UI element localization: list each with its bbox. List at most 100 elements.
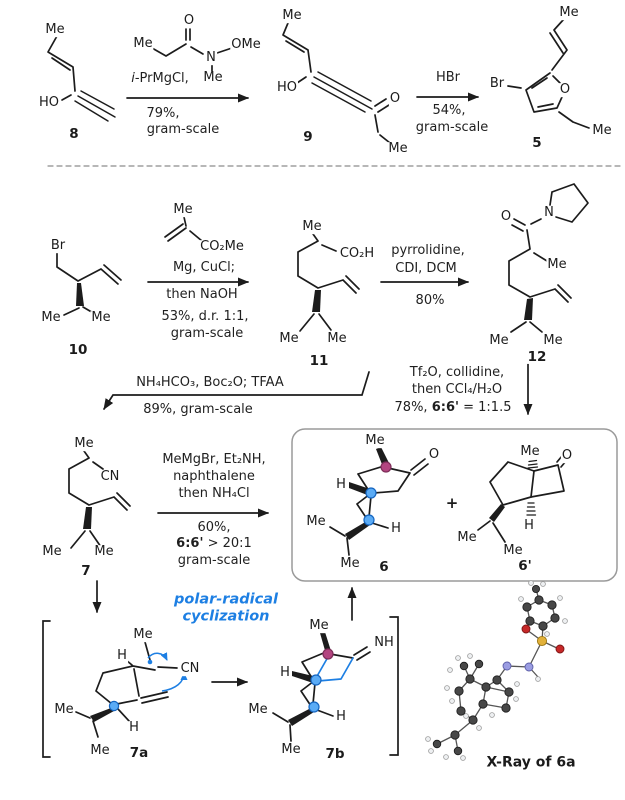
radical-dot — [147, 659, 153, 665]
scale-step2: gram-scale — [414, 120, 490, 136]
atom-label-me: Me — [339, 556, 361, 572]
atom-label-me: Me — [502, 543, 524, 559]
compound-number-7: 7 — [80, 562, 92, 579]
compound-number-12: 12 — [526, 348, 548, 365]
atom-label-me: Me — [247, 702, 269, 718]
compound-number-6prime: 6' — [517, 557, 533, 574]
mechanism-annotation-line2: cyclization — [182, 608, 270, 625]
yield-step1: 79%, — [145, 106, 181, 122]
structure-7b-skeleton — [272, 632, 371, 742]
reagent-step6-line1: MeMgBr, Et₂NH, — [161, 452, 267, 468]
atom-label-me: Me — [41, 544, 63, 560]
atom-label-ho: HO — [37, 95, 61, 111]
atom-label-me: Me — [305, 514, 327, 530]
atom-label-h: H — [390, 521, 402, 537]
atom-label-me: Me — [90, 310, 112, 326]
atom-label-me: Me — [387, 141, 409, 157]
structure-methacrylate — [164, 216, 203, 242]
atom-label-o: O — [427, 447, 441, 463]
atom-label-me: Me — [93, 544, 115, 560]
atom-label-me: Me — [280, 742, 302, 758]
xray-nitrogen-atom — [502, 661, 512, 671]
radical-curved-arrows — [147, 652, 188, 692]
atom-label-h: H — [279, 665, 291, 681]
atom-label-me: Me — [132, 36, 154, 52]
compound-number-5: 5 — [531, 134, 543, 151]
atom-label-cn: CN — [179, 661, 201, 677]
atom-label-me: Me — [40, 310, 62, 326]
atom-label-o: O — [560, 448, 574, 464]
xray-oxygen-atom — [555, 644, 565, 654]
xray-caption: X-Ray of 6a — [486, 754, 576, 771]
atom-label-h: H — [128, 720, 140, 736]
atom-label-me: Me — [591, 123, 613, 139]
ratio-step7: 78%, 6:6' = 1:1.5 — [393, 400, 513, 416]
xray-nitrogen-atom — [524, 662, 534, 672]
bracket-left — [42, 620, 51, 758]
reagent-step1: i-PrMgCl, — [130, 71, 190, 87]
atom-label-o: O — [558, 82, 572, 98]
structure-7-skeleton — [68, 450, 131, 549]
reagent-step7-line2: then CCl₄/H₂O — [410, 382, 504, 398]
structure-10-skeleton — [56, 252, 122, 316]
atom-label-n: N — [205, 50, 217, 66]
bracket-right — [389, 616, 399, 756]
atom-label-cn: CN — [99, 469, 121, 485]
atom-label-h: H — [116, 648, 128, 664]
atom-label-n: N — [543, 205, 555, 221]
reagent-step3-line2: then NaOH — [165, 287, 239, 303]
compound-number-8: 8 — [68, 125, 80, 142]
reagent-step3-line1: Mg, CuCl; — [171, 260, 237, 276]
atom-label-me: Me — [89, 743, 111, 759]
atom-label-ome: OMe — [230, 37, 262, 53]
compound-number-7b: 7b — [324, 745, 346, 762]
atom-label-me: Me — [132, 627, 154, 643]
atom-label-me: Me — [202, 70, 224, 86]
atom-label-ho: HO — [275, 80, 299, 96]
mechanism-annotation-line1: polar-radical — [174, 591, 278, 608]
structure-weinreb-amide — [151, 28, 233, 72]
reagent-step5: NH₄HCO₃, Boc₂O; TFAA — [135, 375, 285, 391]
structure-6prime-skeleton — [477, 455, 567, 543]
xray-structure — [425, 580, 568, 761]
atom-label-co2h: CO₂H — [338, 246, 376, 262]
atom-label-co2me: CO₂Me — [199, 239, 245, 255]
atom-label-h: H — [335, 709, 347, 725]
atom-label-me: Me — [558, 5, 580, 21]
atom-label-me: Me — [172, 202, 194, 218]
structure-7a-skeleton — [75, 641, 178, 738]
atom-label-o: O — [499, 209, 513, 225]
atom-label-br: Br — [49, 238, 67, 254]
atom-label-o: O — [182, 13, 196, 29]
atom-label-me: Me — [456, 530, 478, 546]
reagent-step2: HBr — [434, 70, 462, 86]
atom-label-me: Me — [326, 331, 348, 347]
scale-step3: gram-scale — [169, 326, 245, 342]
xray-sulfur-atom — [536, 635, 548, 647]
structure-6-skeleton — [329, 447, 429, 556]
atom-label-me: Me — [44, 22, 66, 38]
atom-label-br: Br — [488, 76, 506, 92]
structure-5-skeleton — [507, 18, 590, 129]
reagent-step4-line1: pyrrolidine, — [390, 243, 466, 259]
yield-step6: 60%, — [196, 520, 232, 536]
scale-step6: gram-scale — [176, 553, 252, 569]
compound-number-10: 10 — [67, 341, 89, 358]
arrow-step5 — [103, 371, 370, 410]
compound-number-11: 11 — [308, 352, 330, 369]
atom-label-me: Me — [308, 618, 330, 634]
atom-label-me: Me — [546, 257, 568, 273]
stereocenter-dots — [108, 461, 392, 713]
atom-label-nh: NH — [373, 635, 395, 651]
atom-label-me: Me — [364, 433, 386, 449]
yield-step4: 80% — [414, 293, 446, 309]
atom-label-me: Me — [301, 219, 323, 235]
xray-oxygen-atom — [521, 624, 531, 634]
atom-label-me: Me — [53, 702, 75, 718]
yield-step3: 53%, d.r. 1:1, — [160, 309, 250, 325]
atom-label-h: H — [335, 477, 347, 493]
atom-label-o: O — [388, 91, 402, 107]
reagent-step7-line1: Tf₂O, collidine, — [408, 365, 506, 381]
